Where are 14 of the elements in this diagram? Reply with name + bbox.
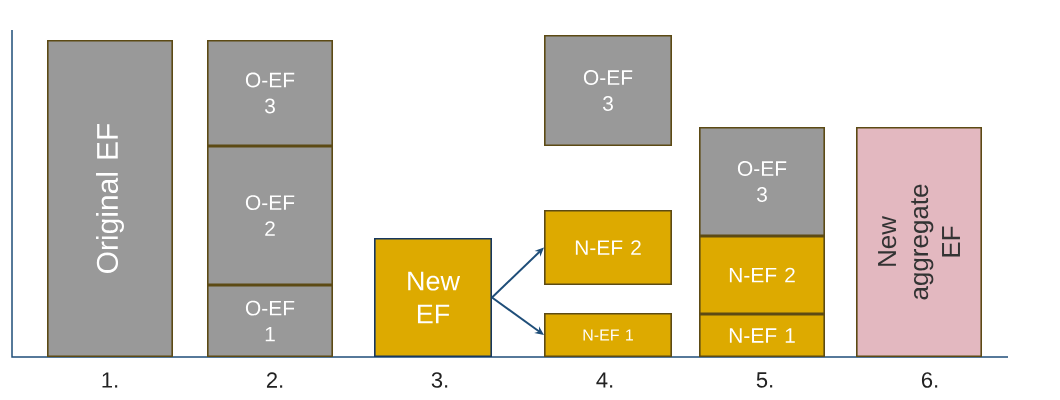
bar-segment: O-EF 3 bbox=[699, 127, 825, 236]
bar-segment: N-EF 1 bbox=[699, 314, 825, 357]
arrow bbox=[491, 296, 544, 335]
bar-segment: O-EF 3 bbox=[544, 35, 672, 146]
bar-segment: O-EF 3 bbox=[207, 40, 333, 146]
bar-segment: O-EF 2 bbox=[207, 146, 333, 285]
bar-segment: New aggregate EF bbox=[856, 127, 982, 357]
bar-segment: N-EF 2 bbox=[544, 210, 672, 285]
bar-segment: N-EF 1 bbox=[544, 313, 672, 357]
bar-segment: N-EF 2 bbox=[699, 236, 825, 314]
bar-segment: Original EF bbox=[47, 40, 173, 357]
step-number: 5. bbox=[756, 372, 773, 388]
bar-segment: New EF bbox=[374, 238, 492, 357]
bar-segment: O-EF 1 bbox=[207, 285, 333, 357]
